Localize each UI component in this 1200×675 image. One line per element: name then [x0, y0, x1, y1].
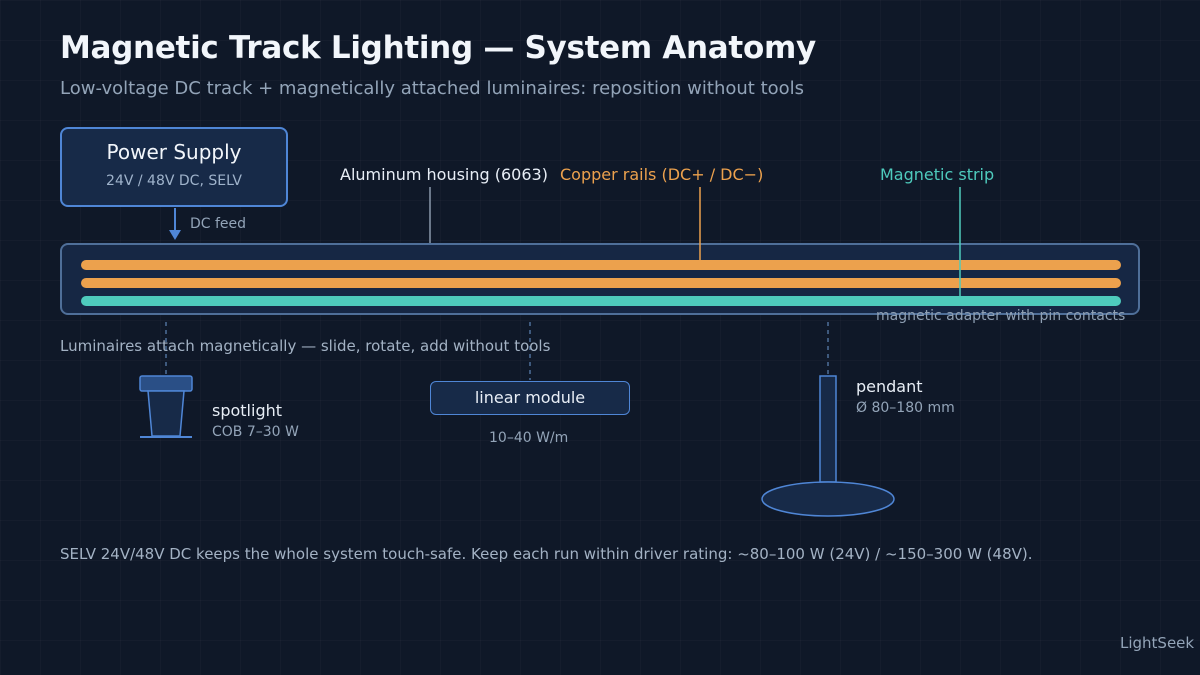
- copper-rails-label: Copper rails (DC+ / DC−): [560, 165, 764, 184]
- housing-label: Aluminum housing (6063): [340, 165, 548, 184]
- power-supply-box: Power Supply 24V / 48V DC, SELV: [60, 127, 288, 207]
- page-title: Magnetic Track Lighting — System Anatomy: [60, 30, 816, 66]
- copper-rail-negative: [81, 278, 1121, 288]
- page-subtitle: Low-voltage DC track + magnetically atta…: [60, 78, 805, 99]
- adapter-note: magnetic adapter with pin contacts: [876, 308, 1126, 324]
- dc-feed-arrowhead: [169, 230, 181, 240]
- brand-logo-text: LightSeek: [1120, 634, 1195, 652]
- pendant-spec: Ø 80–180 mm: [856, 400, 955, 416]
- spotlight-head: [147, 390, 185, 437]
- dc-feed-label: DC feed: [190, 216, 247, 232]
- pendant-name: pendant: [856, 377, 923, 396]
- spotlight-spec: COB 7–30 W: [212, 424, 299, 440]
- spotlight-adapter: [139, 375, 193, 392]
- magnetic-strip-label: Magnetic strip: [880, 165, 995, 184]
- footnote: SELV 24V/48V DC keeps the whole system t…: [60, 545, 1033, 563]
- spotlight-name: spotlight: [212, 401, 283, 420]
- magnetic-strip: [81, 296, 1121, 306]
- linear-module-spec: 10–40 W/m: [489, 430, 569, 446]
- power-supply-spec: 24V / 48V DC, SELV: [106, 173, 242, 189]
- linear-module: linear module: [430, 381, 630, 415]
- pendant-stem: [819, 375, 837, 483]
- attach-note: Luminaires attach magnetically — slide, …: [60, 337, 551, 355]
- power-supply-title: Power Supply: [106, 140, 242, 164]
- copper-rail-positive: [81, 260, 1121, 270]
- pendant-shade: [761, 481, 895, 517]
